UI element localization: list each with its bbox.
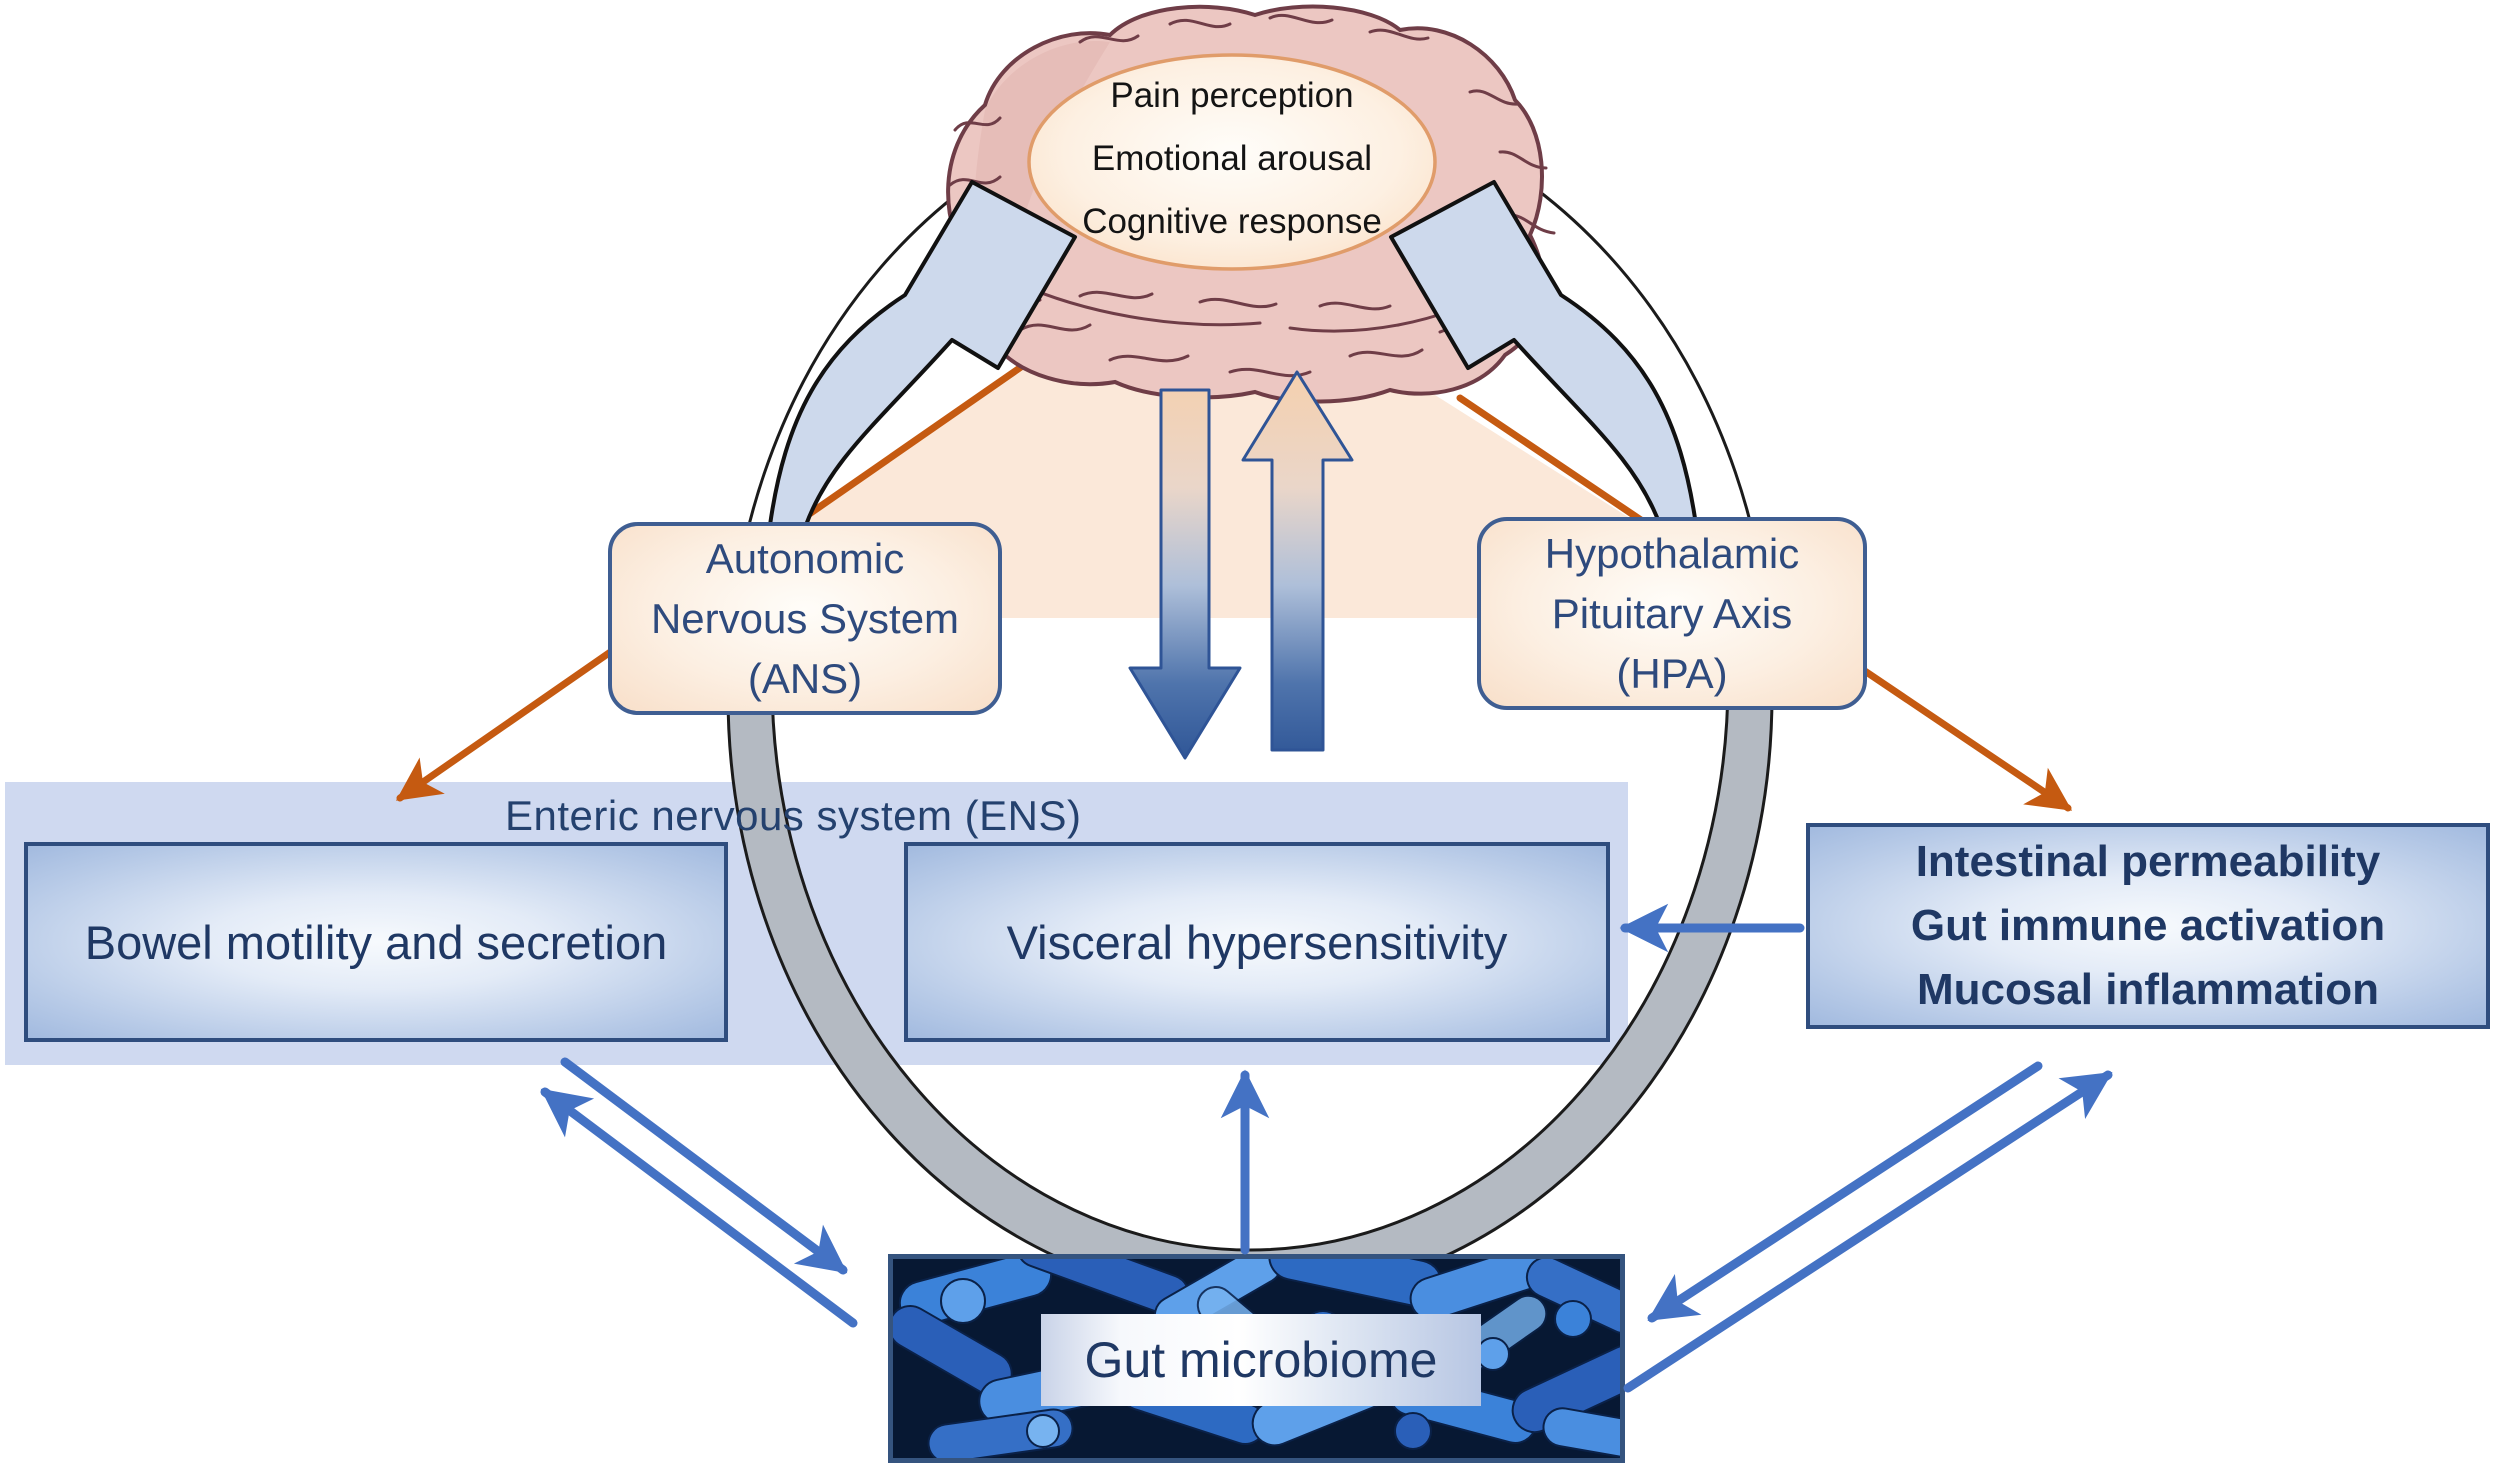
microbiome-label-text: Gut microbiome xyxy=(1084,1332,1438,1388)
oval-line-1: Pain perception xyxy=(1110,76,1354,115)
arrow-ans-to-brain xyxy=(768,180,1077,527)
ans-line-1: Autonomic xyxy=(705,534,905,582)
arrow-bowel-to-microbiome xyxy=(560,1057,848,1275)
ans-box: Autonomic Nervous System (ANS) xyxy=(608,522,1002,715)
bowel-box: Bowel motility and secretion xyxy=(24,842,728,1042)
hpa-box: Hypothalamic Pituitary Axis (HPA) xyxy=(1477,517,1867,710)
hpa-line-2: Pituitary Axis xyxy=(1551,589,1793,637)
brain-oval-label: Pain perception Emotional arousal Cognit… xyxy=(1032,64,1432,253)
visceral-box: Visceral hypersensitivity xyxy=(904,842,1610,1042)
brain-to-gut-arrow xyxy=(1128,388,1242,760)
hpa-line-1: Hypothalamic xyxy=(1544,529,1800,577)
microbiome-box: Gut microbiome xyxy=(888,1254,1625,1463)
visceral-label: Visceral hypersensitivity xyxy=(1006,915,1508,969)
ans-line-2: Nervous System xyxy=(650,594,960,642)
ens-label: Enteric nervous system (ENS) xyxy=(505,792,1082,839)
bowel-label: Bowel motility and secretion xyxy=(84,915,668,969)
intestinal-line-3: Mucosal inflammation xyxy=(1916,965,2380,1014)
oval-line-3: Cognitive response xyxy=(1082,202,1382,241)
microbiome-label: Gut microbiome xyxy=(1041,1314,1481,1406)
oval-line-2: Emotional arousal xyxy=(1091,139,1373,178)
arrow-intestinal-to-microbiome xyxy=(1647,1061,2043,1323)
intestinal-line-2: Gut immune activation xyxy=(1910,901,2386,950)
intestinal-box: Intestinal permeability Gut immune activ… xyxy=(1806,823,2490,1029)
intestinal-line-1: Intestinal permeability xyxy=(1915,837,2381,886)
arrow-hpa-to-brain xyxy=(1389,180,1698,527)
brain-oval xyxy=(1027,53,1437,271)
ans-line-3: (ANS) xyxy=(747,654,863,702)
arrow-microbiome-to-intestinal xyxy=(1623,1070,2113,1393)
arrow-microbiome-to-bowel xyxy=(540,1087,858,1328)
hpa-line-3: (HPA) xyxy=(1616,649,1728,697)
gut-to-brain-arrow xyxy=(1241,370,1354,752)
